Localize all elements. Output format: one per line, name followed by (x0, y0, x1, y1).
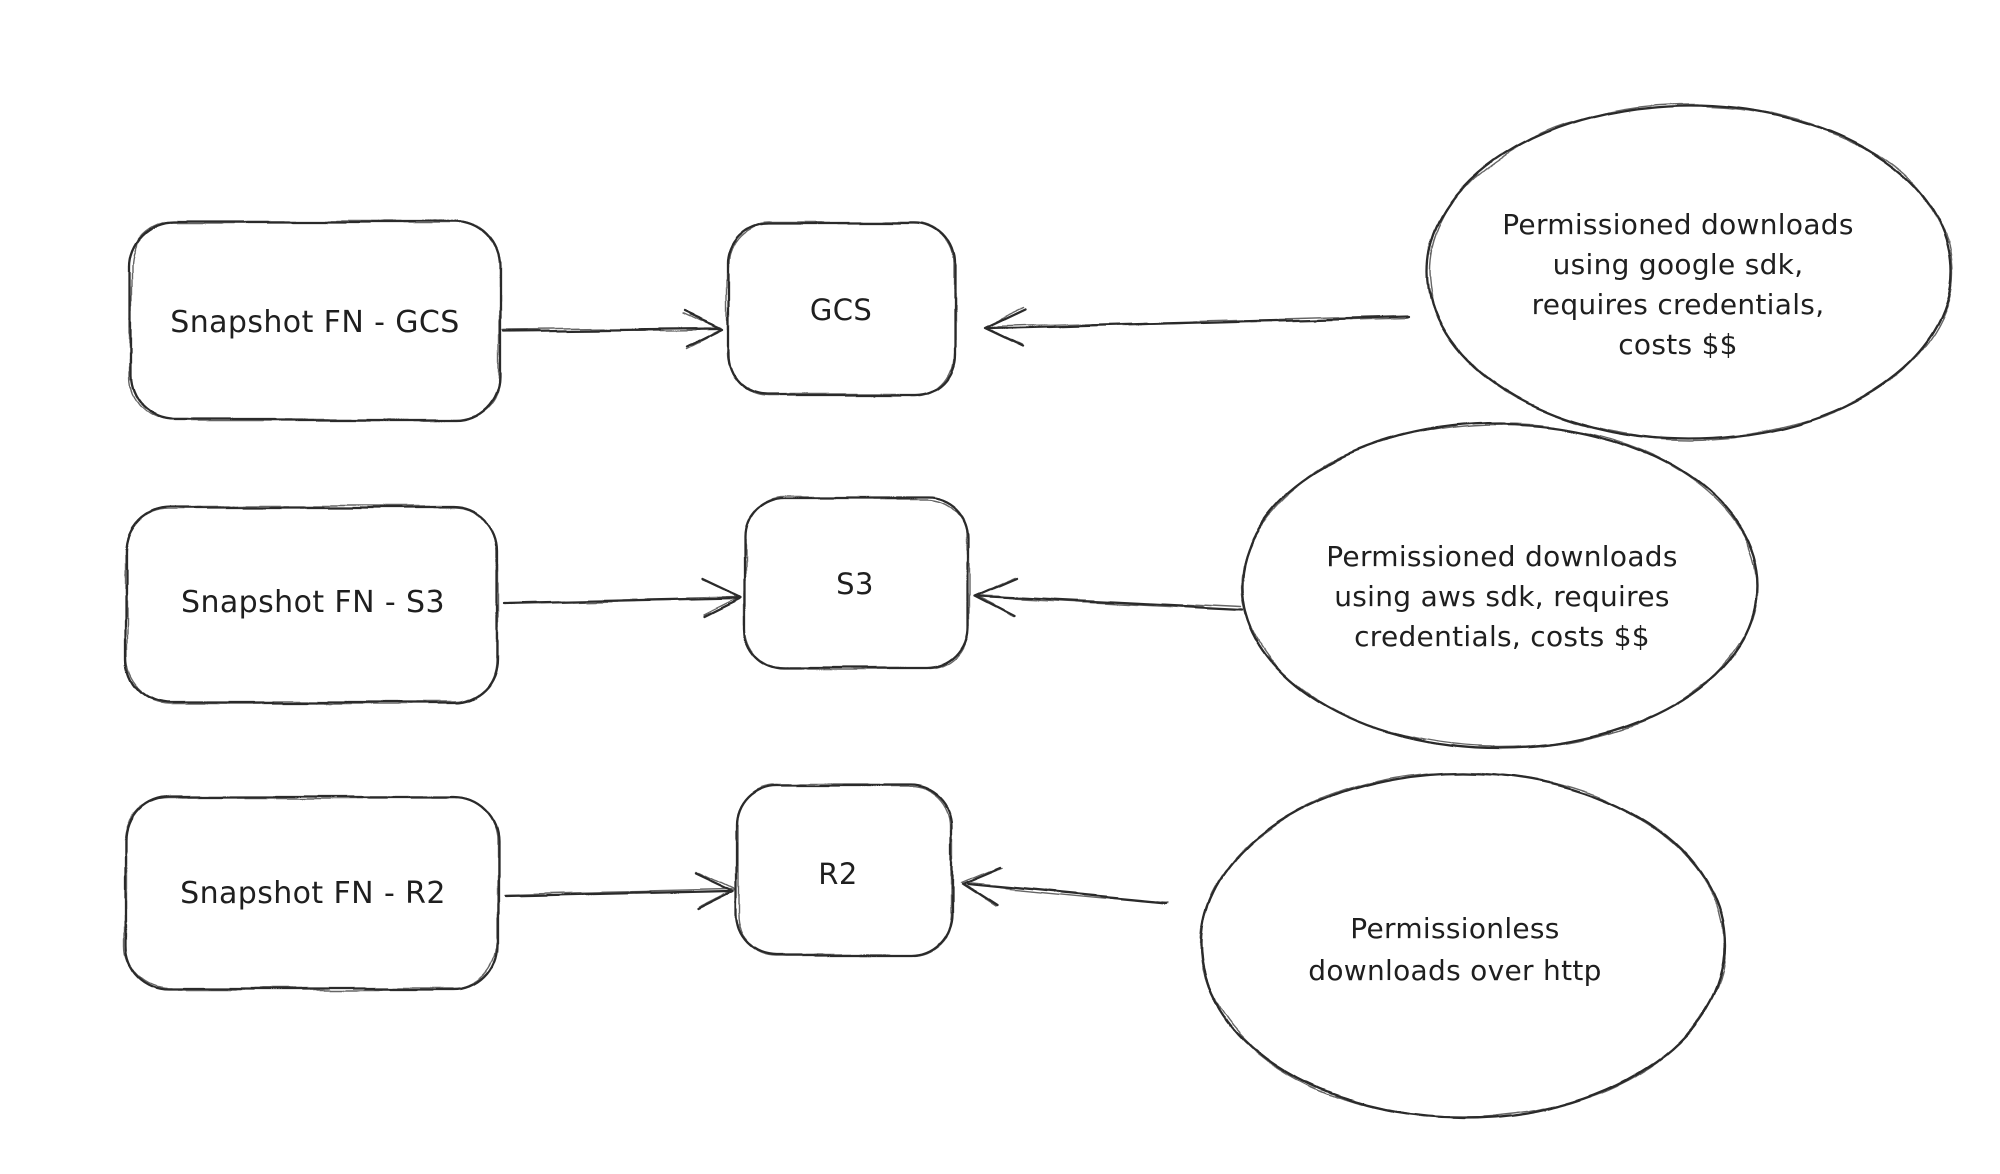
arrow-note-to-gcs (983, 307, 1410, 348)
source-box-gcs-overdraw (129, 221, 501, 421)
source-box-r2-label: Snapshot FN - R2 (180, 876, 446, 911)
target-box-s3-label: S3 (836, 567, 874, 601)
target-box-gcs-label: GCS (810, 293, 872, 327)
target-box-r2-overdraw (736, 784, 953, 956)
note-ellipse-r2-overdraw (1200, 772, 1726, 1118)
note-gcs-line: using google sdk, (1553, 248, 1804, 281)
note-r2-line: Permissionless (1350, 912, 1559, 945)
arrow-note-to-s3-overdraw (974, 577, 1243, 617)
note-gcs-line: costs $$ (1618, 328, 1738, 361)
note-r2-line: downloads over http (1308, 954, 1601, 987)
note-ellipse-r2 (1199, 771, 1727, 1119)
source-box-s3-overdraw (125, 506, 499, 704)
note-s3-line: using aws sdk, requires (1334, 580, 1670, 613)
target-box-r2-label: R2 (818, 857, 857, 891)
arrow-snapshot-to-gcs-overdraw (502, 311, 723, 349)
note-gcs-line: requires credentials, (1532, 288, 1825, 321)
target-box-gcs-overdraw (727, 222, 956, 396)
target-box-s3-overdraw (744, 497, 969, 669)
arrow-snapshot-to-s3-overdraw (504, 579, 742, 617)
note-gcs-line: Permissioned downloads (1502, 208, 1854, 241)
arrow-note-to-r2-overdraw (961, 867, 1169, 907)
note-ellipse-gcs-overdraw (1427, 104, 1953, 440)
sketch-layer-overdraw (125, 104, 1953, 1118)
arrow-note-to-s3 (973, 576, 1244, 618)
note-s3-line: credentials, costs $$ (1354, 620, 1650, 653)
arrow-note-to-gcs-overdraw (984, 308, 1409, 347)
source-box-s3-label: Snapshot FN - S3 (181, 585, 445, 620)
note-ellipse-s3-overdraw (1241, 423, 1759, 749)
note-s3-line: Permissioned downloads (1326, 540, 1678, 573)
source-box-r2-overdraw (125, 796, 499, 990)
source-box-gcs-label: Snapshot FN - GCS (170, 305, 459, 340)
label-layer: Snapshot FN - GCS GCS Permissioned downl… (170, 208, 1853, 987)
arrow-snapshot-to-r2-overdraw (504, 871, 735, 909)
